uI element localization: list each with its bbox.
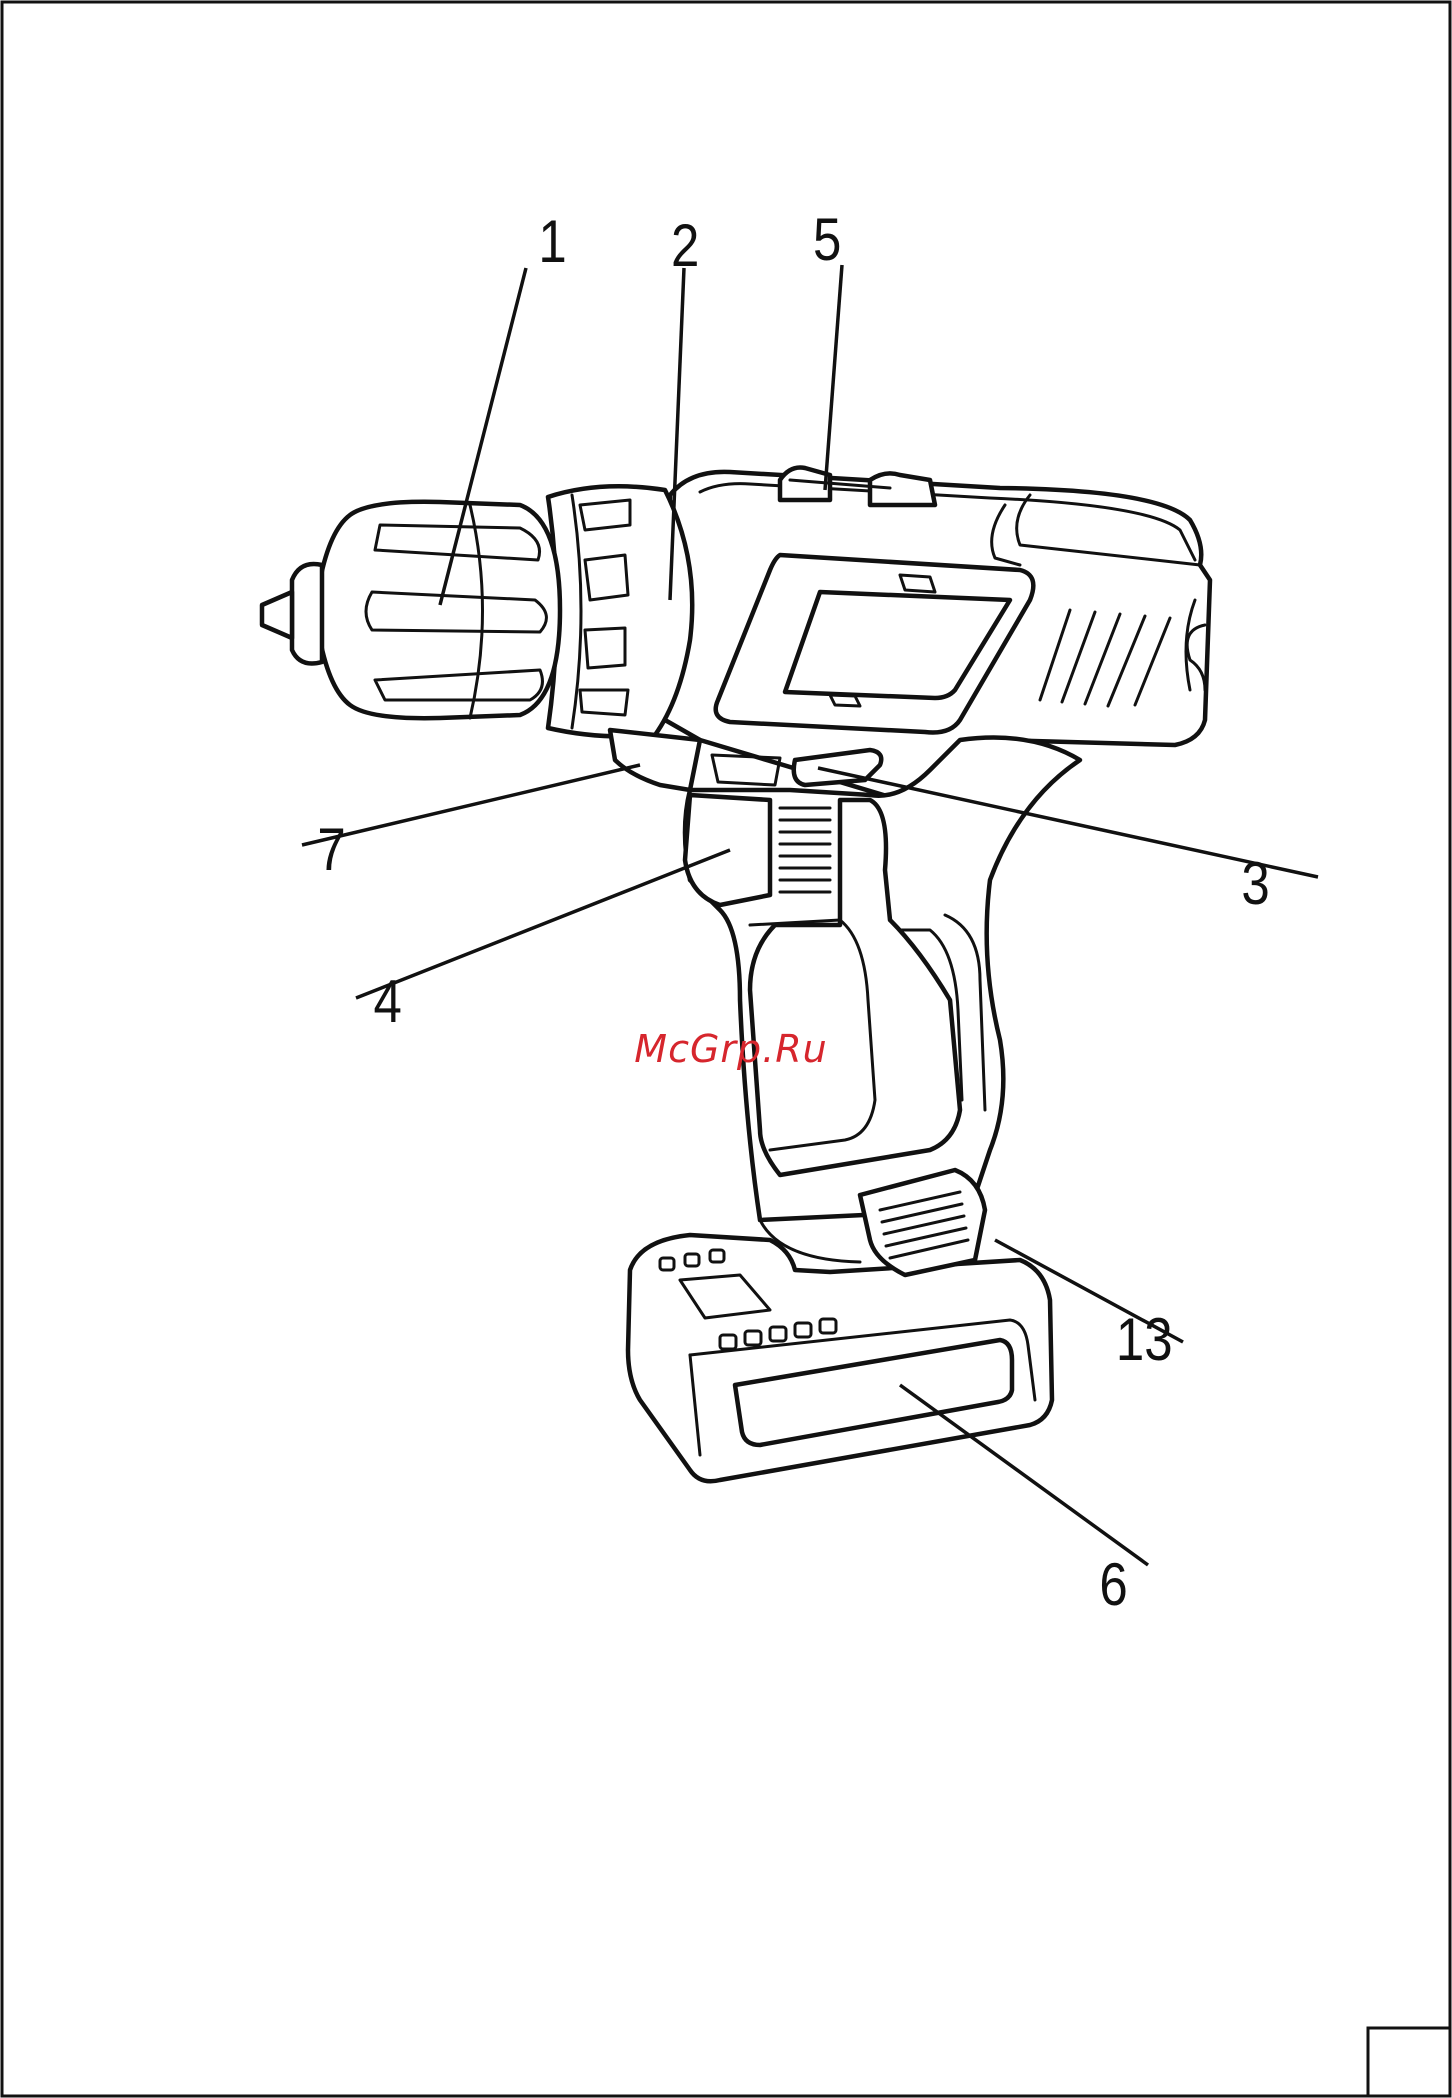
chuck-nose xyxy=(292,564,322,664)
front-foot xyxy=(610,730,700,790)
page-number-box xyxy=(1368,2028,1450,2096)
callout-6: 6 xyxy=(1099,1551,1127,1618)
callout-2: 2 xyxy=(671,212,699,279)
leader-5 xyxy=(825,265,842,490)
callout-3: 3 xyxy=(1241,850,1269,917)
callout-13: 13 xyxy=(1116,1306,1173,1373)
chuck xyxy=(320,502,560,718)
motor-housing xyxy=(665,472,1210,800)
callout-1: 1 xyxy=(538,208,566,275)
bit-tip xyxy=(262,592,292,638)
callout-4: 4 xyxy=(374,968,402,1035)
leader-4 xyxy=(356,850,730,998)
torque-collar xyxy=(548,486,692,736)
leader-7 xyxy=(302,765,640,845)
watermark: McGrp.Ru xyxy=(634,1027,827,1071)
drill-illustration xyxy=(262,468,1210,1482)
callout-7: 7 xyxy=(317,816,345,883)
callout-5: 5 xyxy=(813,206,841,273)
